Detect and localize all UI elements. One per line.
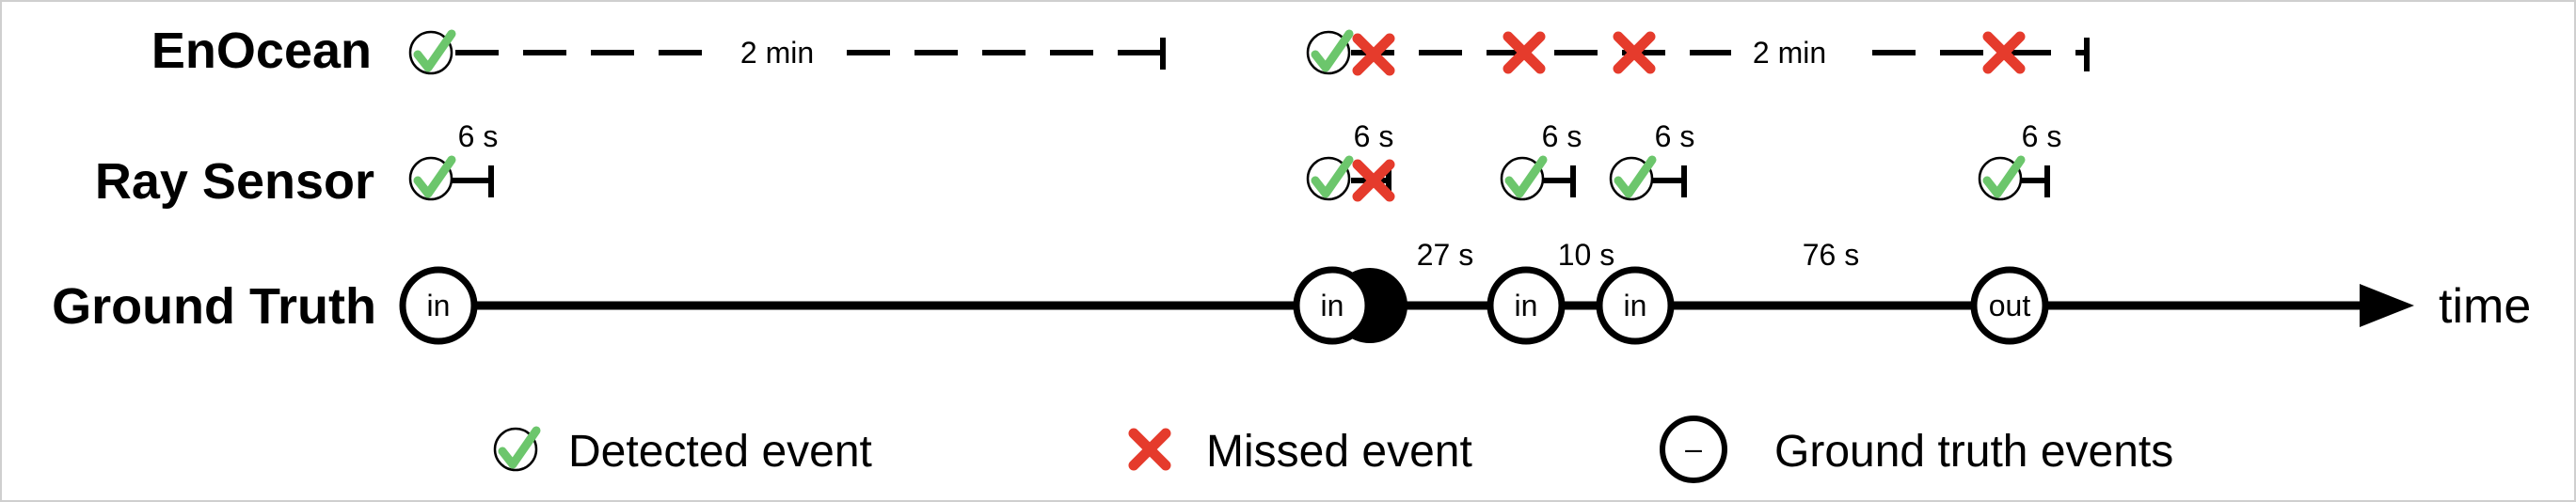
check-circle-icon (495, 429, 536, 470)
gap-label: 27 s (1417, 238, 1473, 272)
check-circle-icon (1611, 158, 1652, 199)
legend-detected: Detected event (495, 427, 872, 477)
ground-truth-row-label: Ground Truth (52, 278, 376, 335)
time-axis (442, 284, 2414, 327)
check-circle-icon (1308, 158, 1349, 199)
ground-truth-event: in (399, 266, 478, 345)
event-circle-icon (1660, 416, 1727, 483)
legend-ground-truth-label: Ground truth events (1774, 427, 2173, 477)
ray-duration-label: 6 s (1354, 119, 1394, 153)
legend: Detected event Missed event – Ground tru… (495, 416, 2173, 483)
ray-interval-5: 6 s (2021, 119, 2061, 197)
ray-duration-label: 6 s (1655, 119, 1695, 153)
event-label: in (427, 289, 451, 322)
check-circle-icon (410, 158, 452, 199)
ground-truth-event: in (1596, 266, 1675, 345)
check-circle-icon (410, 32, 452, 73)
ground-truth-event: in (1487, 266, 1566, 345)
enocean-interval-1: 2 min (455, 36, 1166, 70)
legend-ground-truth: – Ground truth events (1660, 416, 2173, 483)
gap-label: 10 s (1558, 238, 1614, 272)
legend-detected-label: Detected event (568, 427, 872, 477)
ray-duration-label: 6 s (2022, 119, 2062, 153)
time-axis-label: time (2439, 279, 2531, 334)
ground-truth-event: out (1970, 266, 2049, 345)
event-circle-icon (1970, 266, 2049, 345)
event-circle-icon (1293, 266, 1372, 345)
ray-duration-label: 6 s (458, 119, 499, 153)
event-label: out (1989, 289, 2031, 322)
ray-duration-label: 6 s (1542, 119, 1582, 153)
event-label: in (1515, 289, 1538, 322)
legend-ground-truth-symbol: – (1685, 431, 1702, 465)
check-circle-icon (1502, 158, 1543, 199)
ray-sensor-row-label: Ray Sensor (95, 153, 374, 210)
enocean-interval-2-label: 2 min (1753, 36, 1826, 70)
ray-interval-4: 6 s (1652, 119, 1694, 197)
gap-label: 76 s (1803, 238, 1859, 272)
event-label: in (1624, 289, 1647, 322)
ray-interval-3: 6 s (1542, 119, 1582, 197)
enocean-interval-2: 2 min (1351, 36, 2090, 71)
enocean-row-label: EnOcean (151, 23, 372, 79)
event-label: in (1321, 289, 1344, 322)
arrow-head-icon (2360, 284, 2414, 327)
red-cross-icon (1134, 433, 1166, 465)
event-circle-icon (399, 266, 478, 345)
event-circle-icon (1487, 266, 1566, 345)
enocean-interval-1-label: 2 min (740, 36, 814, 70)
check-circle-icon (1308, 32, 1349, 73)
ray-interval-1: 6 s (452, 119, 498, 197)
legend-missed-label: Missed event (1206, 427, 1472, 477)
ground-truth-event: in (1293, 266, 1407, 345)
check-circle-icon (1980, 158, 2021, 199)
event-circle-icon (1596, 266, 1675, 345)
legend-missed: Missed event (1134, 427, 1472, 477)
